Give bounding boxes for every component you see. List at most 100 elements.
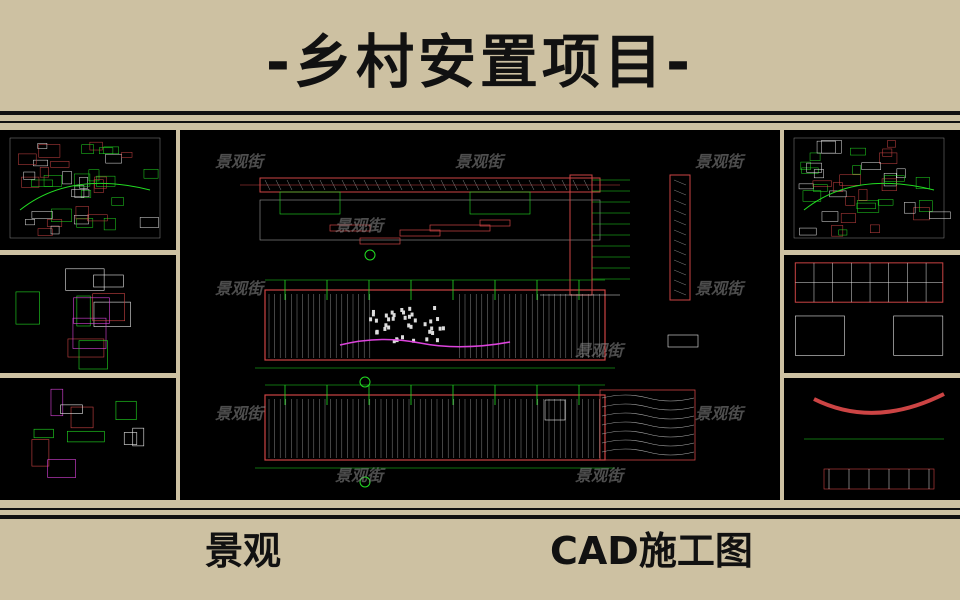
- cad-line: [396, 179, 403, 191]
- cad-line: [506, 179, 513, 191]
- cad-line: [407, 314, 411, 319]
- cad-line: [599, 389, 696, 461]
- cad-line: [517, 179, 524, 191]
- footer-divider-thin: [0, 508, 960, 510]
- cad-line: [428, 329, 432, 334]
- cad-line: [369, 317, 373, 322]
- cad-line: [412, 338, 416, 343]
- cad-line: [418, 179, 425, 191]
- cad-line: [39, 167, 49, 178]
- cad-line: [561, 179, 568, 191]
- cad-line: [879, 152, 898, 164]
- cad-line: [81, 144, 94, 154]
- cad-line: [673, 219, 687, 226]
- cad-line: [813, 184, 828, 192]
- cad-line: [67, 430, 105, 443]
- cad-line: [329, 224, 371, 232]
- header-divider-thin: [0, 121, 960, 123]
- footer-divider-thick: [0, 515, 960, 519]
- cad-line: [264, 289, 606, 361]
- cad-line: [673, 199, 687, 206]
- thumbnail-grid-right[interactable]: [784, 255, 960, 373]
- cad-line: [572, 179, 579, 191]
- main-cad-drawing[interactable]: 景观街 景观街 景观街 景观街 景观街 景观街 景观街 景观街 景观街 景观街 …: [180, 130, 780, 500]
- cad-line: [799, 227, 817, 236]
- cad-line: [402, 310, 406, 315]
- cad-line: [884, 175, 905, 182]
- cad-line: [279, 191, 341, 215]
- cad-line: [913, 207, 930, 221]
- cad-line: [821, 140, 842, 154]
- cad-line: [429, 224, 491, 232]
- thumbnail-curve-right[interactable]: [784, 378, 960, 500]
- watermark: 景观街: [215, 404, 264, 423]
- cad-line: [839, 174, 861, 186]
- watermark: 景观街: [575, 341, 624, 360]
- cad-line: [387, 317, 391, 322]
- cad-line: [73, 215, 89, 225]
- cad-line: [801, 167, 819, 174]
- cad-line: [601, 430, 695, 438]
- cad-line: [43, 175, 62, 187]
- cad-line: [25, 219, 35, 226]
- cad-line: [601, 412, 695, 420]
- cad-line: [72, 317, 107, 349]
- cad-line: [123, 432, 138, 445]
- cad-line: [479, 219, 511, 227]
- cad-line: [423, 322, 427, 327]
- cad-line: [544, 399, 566, 421]
- cad-line: [115, 400, 137, 420]
- watermark: 景观街: [695, 404, 744, 423]
- cad-line: [339, 338, 511, 348]
- cad-line: [264, 394, 606, 461]
- cad-line: [297, 179, 304, 191]
- cad-line: [601, 439, 695, 447]
- cad-line: [856, 202, 876, 209]
- cad-line: [375, 329, 379, 334]
- cad-line: [451, 179, 458, 191]
- cad-line: [264, 179, 271, 191]
- cad-line: [87, 214, 108, 222]
- cad-line: [673, 179, 687, 186]
- cad-line: [392, 339, 396, 344]
- cad-line: [96, 175, 116, 187]
- thumbnail-site-plan-left[interactable]: [0, 130, 176, 250]
- cad-line: [132, 427, 145, 447]
- cad-line: [384, 313, 388, 318]
- cad-line: [601, 421, 695, 429]
- cad-line: [15, 291, 40, 325]
- thumbnail-site-plan-right[interactable]: [784, 130, 960, 250]
- cad-line: [78, 340, 108, 370]
- cad-line: [887, 140, 896, 148]
- thumbnail-details-left-1[interactable]: [0, 255, 176, 373]
- cad-line: [831, 225, 844, 237]
- thumbnail-details-left-2[interactable]: [0, 378, 176, 500]
- cad-line: [673, 259, 687, 266]
- cad-line: [852, 165, 861, 175]
- cad-line: [569, 174, 593, 296]
- cad-line: [793, 137, 945, 239]
- cad-line: [438, 326, 442, 331]
- cad-line: [399, 229, 441, 237]
- cad-line: [550, 179, 557, 191]
- cad-line: [50, 388, 64, 417]
- cad-line: [33, 428, 54, 439]
- cad-line: [76, 218, 94, 228]
- cad-line: [37, 143, 48, 149]
- cad-line: [76, 295, 91, 327]
- footer-label-landscape: 景观: [205, 529, 282, 573]
- cad-line: [881, 178, 897, 192]
- cad-line: [400, 308, 404, 313]
- cad-line: [121, 152, 133, 158]
- cad-line: [915, 177, 930, 189]
- cad-line: [669, 174, 691, 301]
- cad-line: [60, 404, 83, 414]
- cad-line: [813, 392, 945, 415]
- cad-line: [93, 179, 104, 193]
- cad-line: [407, 179, 414, 191]
- watermark: 景观街: [695, 279, 744, 298]
- cad-line: [46, 219, 63, 227]
- cad-line: [857, 200, 880, 213]
- cad-line: [67, 338, 105, 358]
- cad-line: [904, 202, 916, 214]
